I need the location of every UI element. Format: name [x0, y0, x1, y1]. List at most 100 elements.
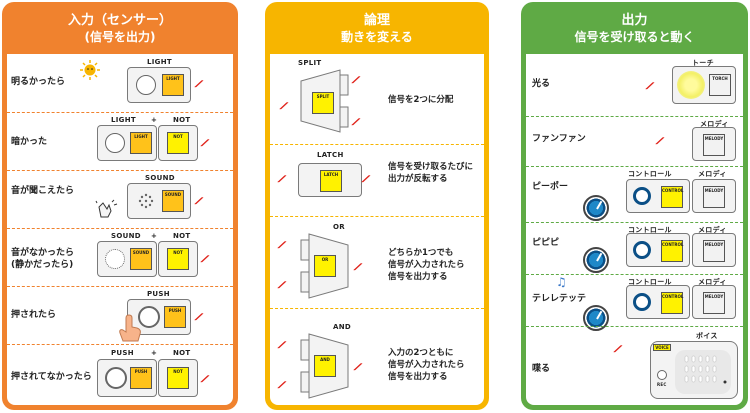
row-label: 押されてなかったら: [11, 372, 92, 382]
module-caption: メロディ: [698, 226, 727, 234]
latch-module: LATCH: [298, 163, 362, 197]
module-caption: SPLIT: [298, 59, 322, 67]
signal-waves-icon: ⁄⁄⁄: [200, 139, 207, 149]
melody-chip: MELODY: [703, 240, 725, 262]
module-caption: PUSH: [111, 349, 134, 357]
melody-module: MELODY: [692, 179, 736, 213]
row-label: 光る: [532, 79, 551, 89]
module-caption: メロディ: [700, 120, 729, 128]
melody-chip: MELODY: [703, 134, 725, 156]
row-label: 喋る: [532, 364, 551, 374]
not-module: NOT: [158, 241, 198, 277]
row-label: ファンファン: [532, 134, 586, 144]
logic-description: 入力の2つともに: [388, 348, 454, 358]
output-panel-body: 光る ⁄⁄⁄ トーチ TORCH ファンファン ⁄⁄⁄ メロディ MELODY …: [526, 54, 743, 405]
input-row-bright: 明るかったら LIGHT LIGHT ⁄⁄⁄: [7, 54, 233, 112]
module-caption: メロディ: [698, 278, 727, 286]
output-row-pipipi: ピピピ コントロール メロディ CONTROL MELODY: [526, 222, 743, 274]
sound-sensor-module: SOUND: [97, 241, 157, 277]
sun-icon: [80, 60, 100, 80]
signal-waves-icon: ⁄⁄⁄: [655, 137, 662, 147]
signal-waves-icon: ⁄⁄⁄: [279, 102, 286, 112]
logic-panel: 論理 動きを変える SPLIT SPLIT ⁄⁄⁄ ⁄⁄⁄ ⁄⁄⁄ 信号を2つに…: [265, 2, 489, 410]
module-caption: NOT: [173, 116, 191, 124]
logic-description: 信号を受け取るたびに: [388, 162, 474, 172]
input-panel-header: 入力（センサー） (信号を出力): [2, 2, 238, 54]
light-chip: LIGHT: [130, 132, 152, 154]
signal-waves-icon: ⁄⁄⁄: [200, 255, 207, 265]
output-row-fanfan: ファンファン ⁄⁄⁄ メロディ MELODY: [526, 116, 743, 166]
logic-title: 論理: [363, 12, 390, 28]
logic-panel-header: 論理 動きを変える: [265, 2, 489, 54]
logic-description: 信号が入力されたら: [388, 260, 465, 270]
sound-chip: SOUND: [162, 190, 184, 212]
input-row-pushed: 押されたら PUSH PUSH ⁄⁄⁄: [7, 286, 233, 344]
input-panel: 入力（センサー） (信号を出力) 明るかったら LIGHT LIGHT ⁄⁄⁄ …: [2, 2, 238, 410]
input-row-sound: 音が聞こえたら SOUND SOUND ⁄⁄⁄: [7, 170, 233, 228]
dial-knob-icon: [583, 247, 609, 273]
row-label: 音がなかったら: [11, 248, 75, 258]
output-row-peepo: ピーポー コントロール メロディ CONTROL MELODY: [526, 166, 743, 222]
control-socket-icon: [633, 187, 651, 205]
light-sensor-module: LIGHT: [127, 67, 191, 103]
latch-chip: LATCH: [320, 170, 342, 192]
signal-waves-icon: ⁄⁄⁄: [200, 375, 207, 385]
input-row-silent: 音がなかったら (静かだったら) SOUND + NOT SOUND NOT ⁄…: [7, 228, 233, 286]
input-title: 入力（センサー）: [67, 12, 172, 28]
light-sensor-module: LIGHT: [97, 125, 157, 161]
record-button-icon: [657, 370, 667, 380]
row-label: テレレテッテ: [532, 294, 587, 304]
push-chip: PUSH: [130, 367, 152, 389]
signal-waves-icon: ⁄⁄⁄: [613, 345, 620, 355]
logic-row-latch: LATCH LATCH ⁄⁄⁄ ⁄⁄⁄ 信号を受け取るたびに 出力が反転する: [270, 144, 484, 216]
module-caption: SOUND: [111, 232, 141, 240]
logic-description: どちらか1つでも: [388, 248, 454, 258]
signal-waves-icon: ⁄⁄⁄: [361, 175, 368, 185]
signal-waves-icon: ⁄⁄⁄: [351, 76, 358, 86]
input-row-dark: 暗かった LIGHT + NOT LIGHT NOT ⁄⁄⁄: [7, 112, 233, 170]
not-module: NOT: [158, 359, 198, 397]
module-caption: SOUND: [145, 174, 175, 182]
signal-waves-icon: ⁄⁄⁄: [194, 197, 201, 207]
melody-module: MELODY: [692, 127, 736, 161]
and-chip: AND: [314, 355, 336, 377]
sound-sensor-module: SOUND: [127, 183, 191, 219]
plus-sign: +: [151, 349, 158, 357]
light-sensor-eye-icon: [105, 133, 125, 153]
logic-panel-body: SPLIT SPLIT ⁄⁄⁄ ⁄⁄⁄ ⁄⁄⁄ 信号を2つに分配 LATCH L…: [270, 54, 484, 405]
voice-module: VOICE REC: [650, 341, 738, 399]
row-label: 暗かった: [11, 137, 48, 147]
row-label: (静かだったら): [11, 260, 74, 270]
logic-description: 信号が入力されたら: [388, 360, 465, 370]
control-module: CONTROL: [626, 179, 690, 213]
dial-knob-icon: [583, 195, 609, 221]
input-panel-body: 明るかったら LIGHT LIGHT ⁄⁄⁄ 暗かった LIGHT + NOT …: [7, 54, 233, 405]
module-caption: NOT: [173, 349, 191, 357]
push-button-module: PUSH: [127, 299, 191, 335]
output-row-light: 光る ⁄⁄⁄ トーチ TORCH: [526, 54, 743, 116]
speaker-grille-icon: [675, 350, 731, 394]
signal-waves-icon: ⁄⁄⁄: [353, 263, 360, 273]
not-chip: NOT: [167, 248, 189, 270]
input-subtitle: (信号を出力): [84, 29, 156, 44]
module-caption: LIGHT: [147, 58, 172, 66]
output-subtitle: 信号を受け取ると動く: [574, 29, 695, 44]
signal-waves-icon: ⁄⁄⁄: [353, 363, 360, 373]
logic-description: 信号を出力する: [388, 272, 448, 282]
pointing-finger-icon: [115, 313, 143, 343]
control-socket-icon: [633, 293, 651, 311]
logic-description: 信号を出力する: [388, 372, 448, 382]
row-label: 音が聞こえたら: [11, 186, 75, 196]
microphone-icon: [136, 191, 156, 211]
signal-waves-icon: ⁄⁄⁄: [194, 313, 201, 323]
logic-row-and: AND AND ⁄⁄⁄ ⁄⁄⁄ ⁄⁄⁄ 入力の2つともに 信号が入力されたら 信…: [270, 308, 484, 405]
light-chip: LIGHT: [162, 74, 184, 96]
clapping-hands-icon: [95, 199, 119, 219]
melody-chip: MELODY: [703, 292, 725, 314]
control-chip: CONTROL: [661, 240, 683, 262]
not-chip: NOT: [167, 132, 189, 154]
light-sensor-eye-icon: [136, 75, 156, 95]
control-chip: CONTROL: [661, 292, 683, 314]
control-socket-icon: [633, 241, 651, 259]
module-caption: PUSH: [147, 290, 170, 298]
